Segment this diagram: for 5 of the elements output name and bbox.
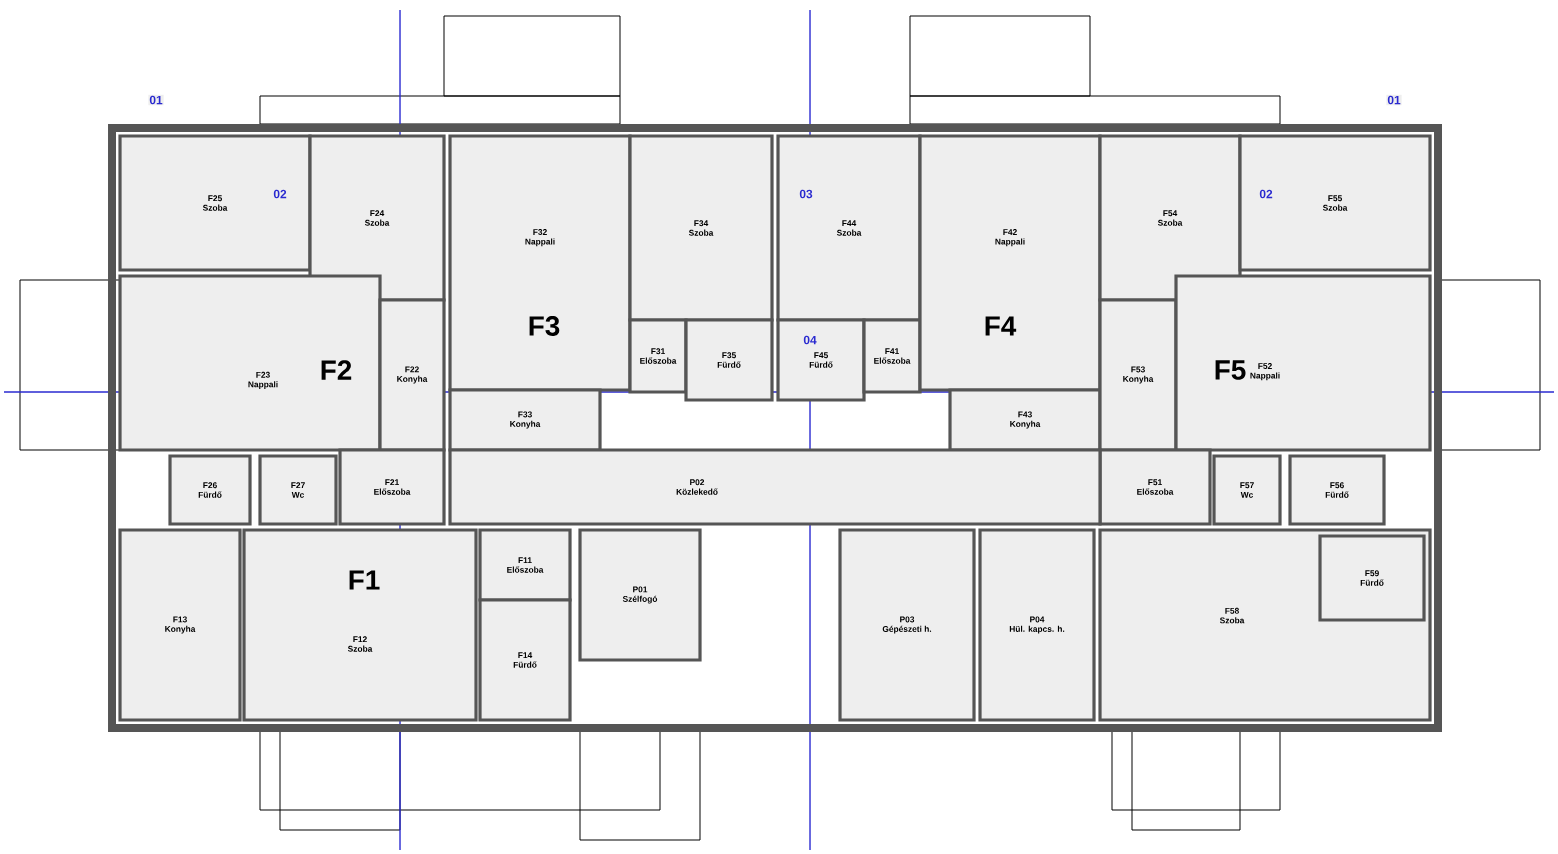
apartment-label: F3 (529, 316, 560, 336)
apartment-label: F5 (1215, 360, 1246, 380)
apartment-label: F1 (349, 570, 380, 590)
apartment-label: F4 (985, 316, 1017, 336)
apartment-label: F2 (321, 360, 352, 380)
